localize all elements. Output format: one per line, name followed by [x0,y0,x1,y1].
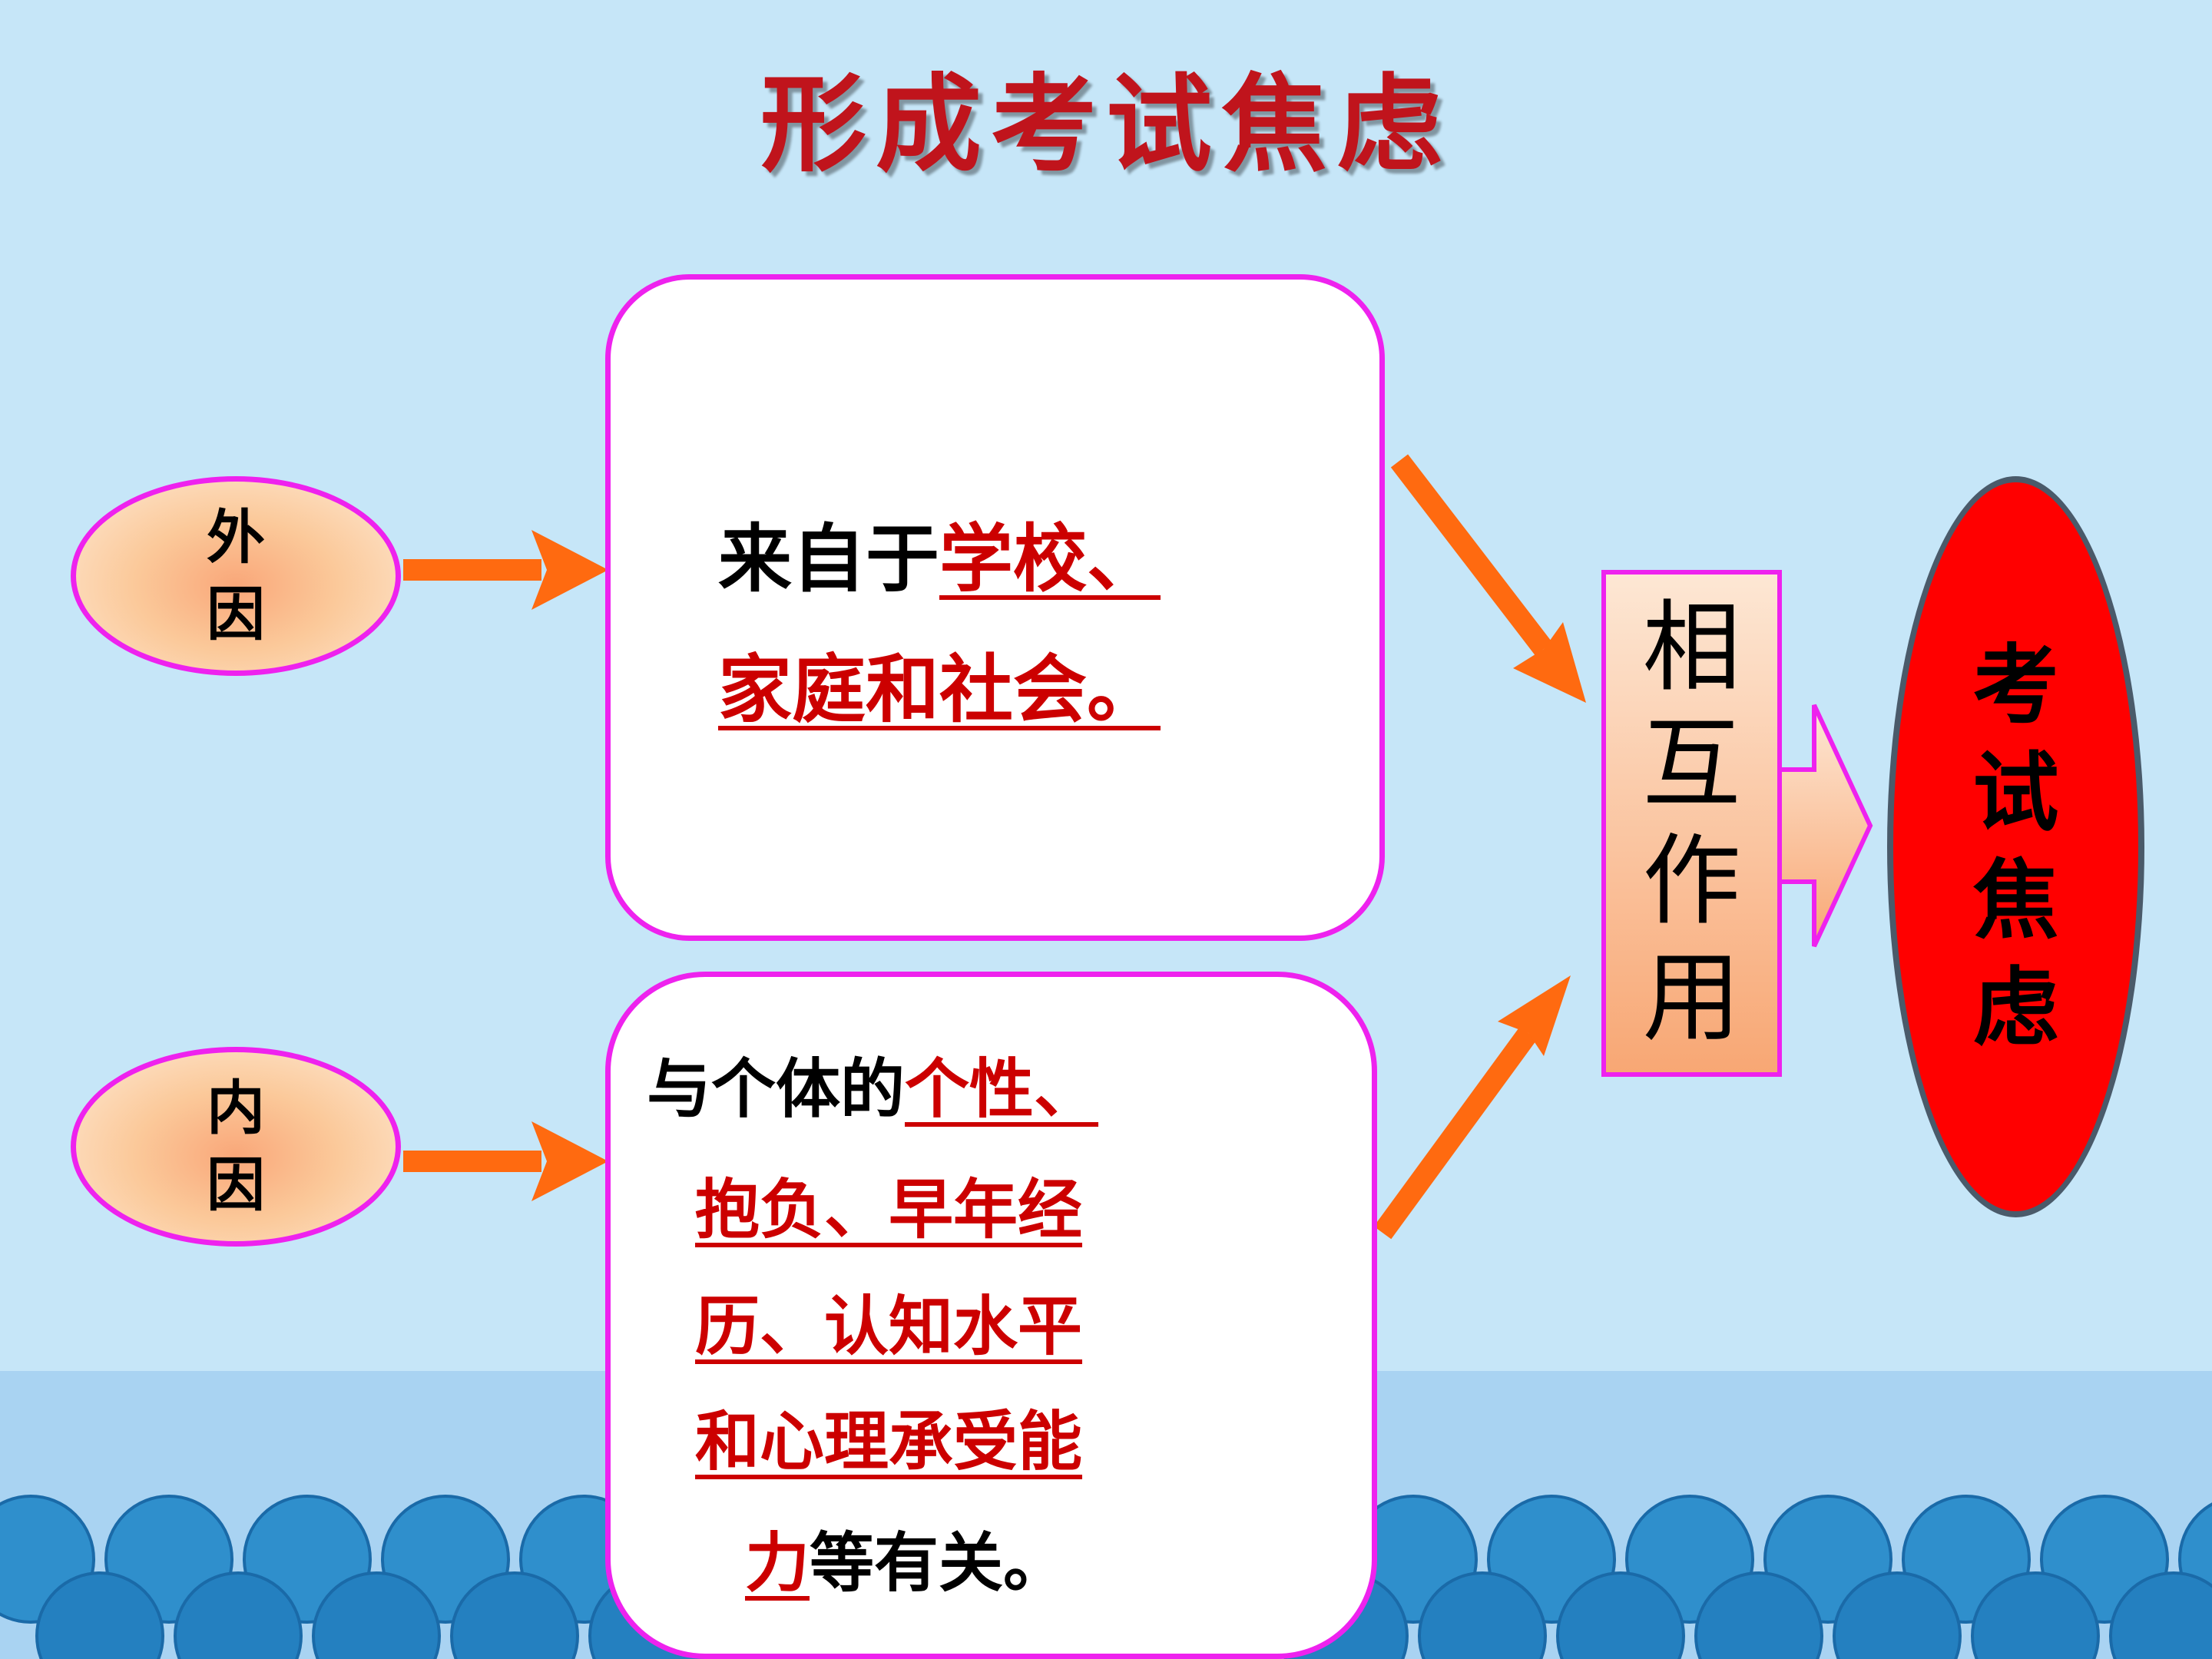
internal-text-red-3: 历、认知水平 [695,1289,1083,1364]
block-arrow-right [1764,704,1873,948]
oval-external-char-2: 因 [207,580,265,648]
page-title: 形成考试焦虑 [760,61,1452,187]
external-text-line-1: 来自于学校、 [718,513,1161,605]
internal-text-line-1: 与个体的个性、 [647,1047,1098,1131]
internal-text-plain-end: 等有关。 [810,1525,1068,1601]
wave-bubble [1971,1571,2100,1659]
result-oval-exam-anxiety: 考 试 焦 虑 [1887,476,2144,1217]
arrow-lower-diag-line [1373,1026,1538,1240]
box-internal [605,972,1377,1659]
wave-bubble [450,1571,579,1659]
interaction-char-1: 相 [1642,591,1741,705]
interaction-box: 相 互 作 用 [1601,570,1782,1077]
result-char-2: 试 [1972,742,2059,843]
result-char-3: 焦 [1972,849,2059,951]
wave-bubble [1556,1571,1685,1659]
wave-bubble [1694,1571,1823,1659]
interaction-char-2: 互 [1642,707,1741,822]
internal-text-red-5: 力 [745,1525,810,1601]
oval-internal-cause: 内 因 [71,1047,401,1247]
arrow-upper-diag-line [1390,454,1553,656]
internal-text-plain: 与个体的 [647,1051,906,1127]
external-text-red-2: 家庭和社会。 [718,647,1161,733]
wave-bubble [174,1571,303,1659]
arrow-external-head [531,530,608,610]
interaction-char-4: 用 [1642,941,1741,1055]
result-char-4: 虑 [1972,957,2059,1058]
wave-bubble [35,1571,164,1659]
external-text-red-1: 学校、 [939,516,1161,602]
external-text-plain: 来自于 [718,516,939,602]
internal-text-red-4: 和心理承受能 [695,1404,1083,1479]
oval-internal-char-2: 因 [207,1151,265,1219]
wave-bubble [1833,1571,1962,1659]
arrow-upper-diag-head [1513,622,1586,703]
box-external [605,274,1385,941]
result-char-1: 考 [1972,634,2059,736]
oval-external-char-1: 外 [207,503,265,571]
oval-external-cause: 外 因 [71,476,401,676]
internal-text-red-1: 个性、 [905,1051,1099,1127]
wave-bubble [312,1571,441,1659]
arrow-internal-head [531,1121,608,1201]
interaction-char-3: 作 [1642,824,1741,939]
wave-bubble [1418,1571,1547,1659]
arrow-lower-diag-head [1498,975,1571,1056]
oval-internal-char-1: 内 [207,1074,265,1142]
wave-bubble [2109,1571,2212,1659]
internal-text-red-2: 抱负、早年经 [695,1172,1083,1247]
internal-text-line-5: 力等有关。 [745,1521,1068,1605]
